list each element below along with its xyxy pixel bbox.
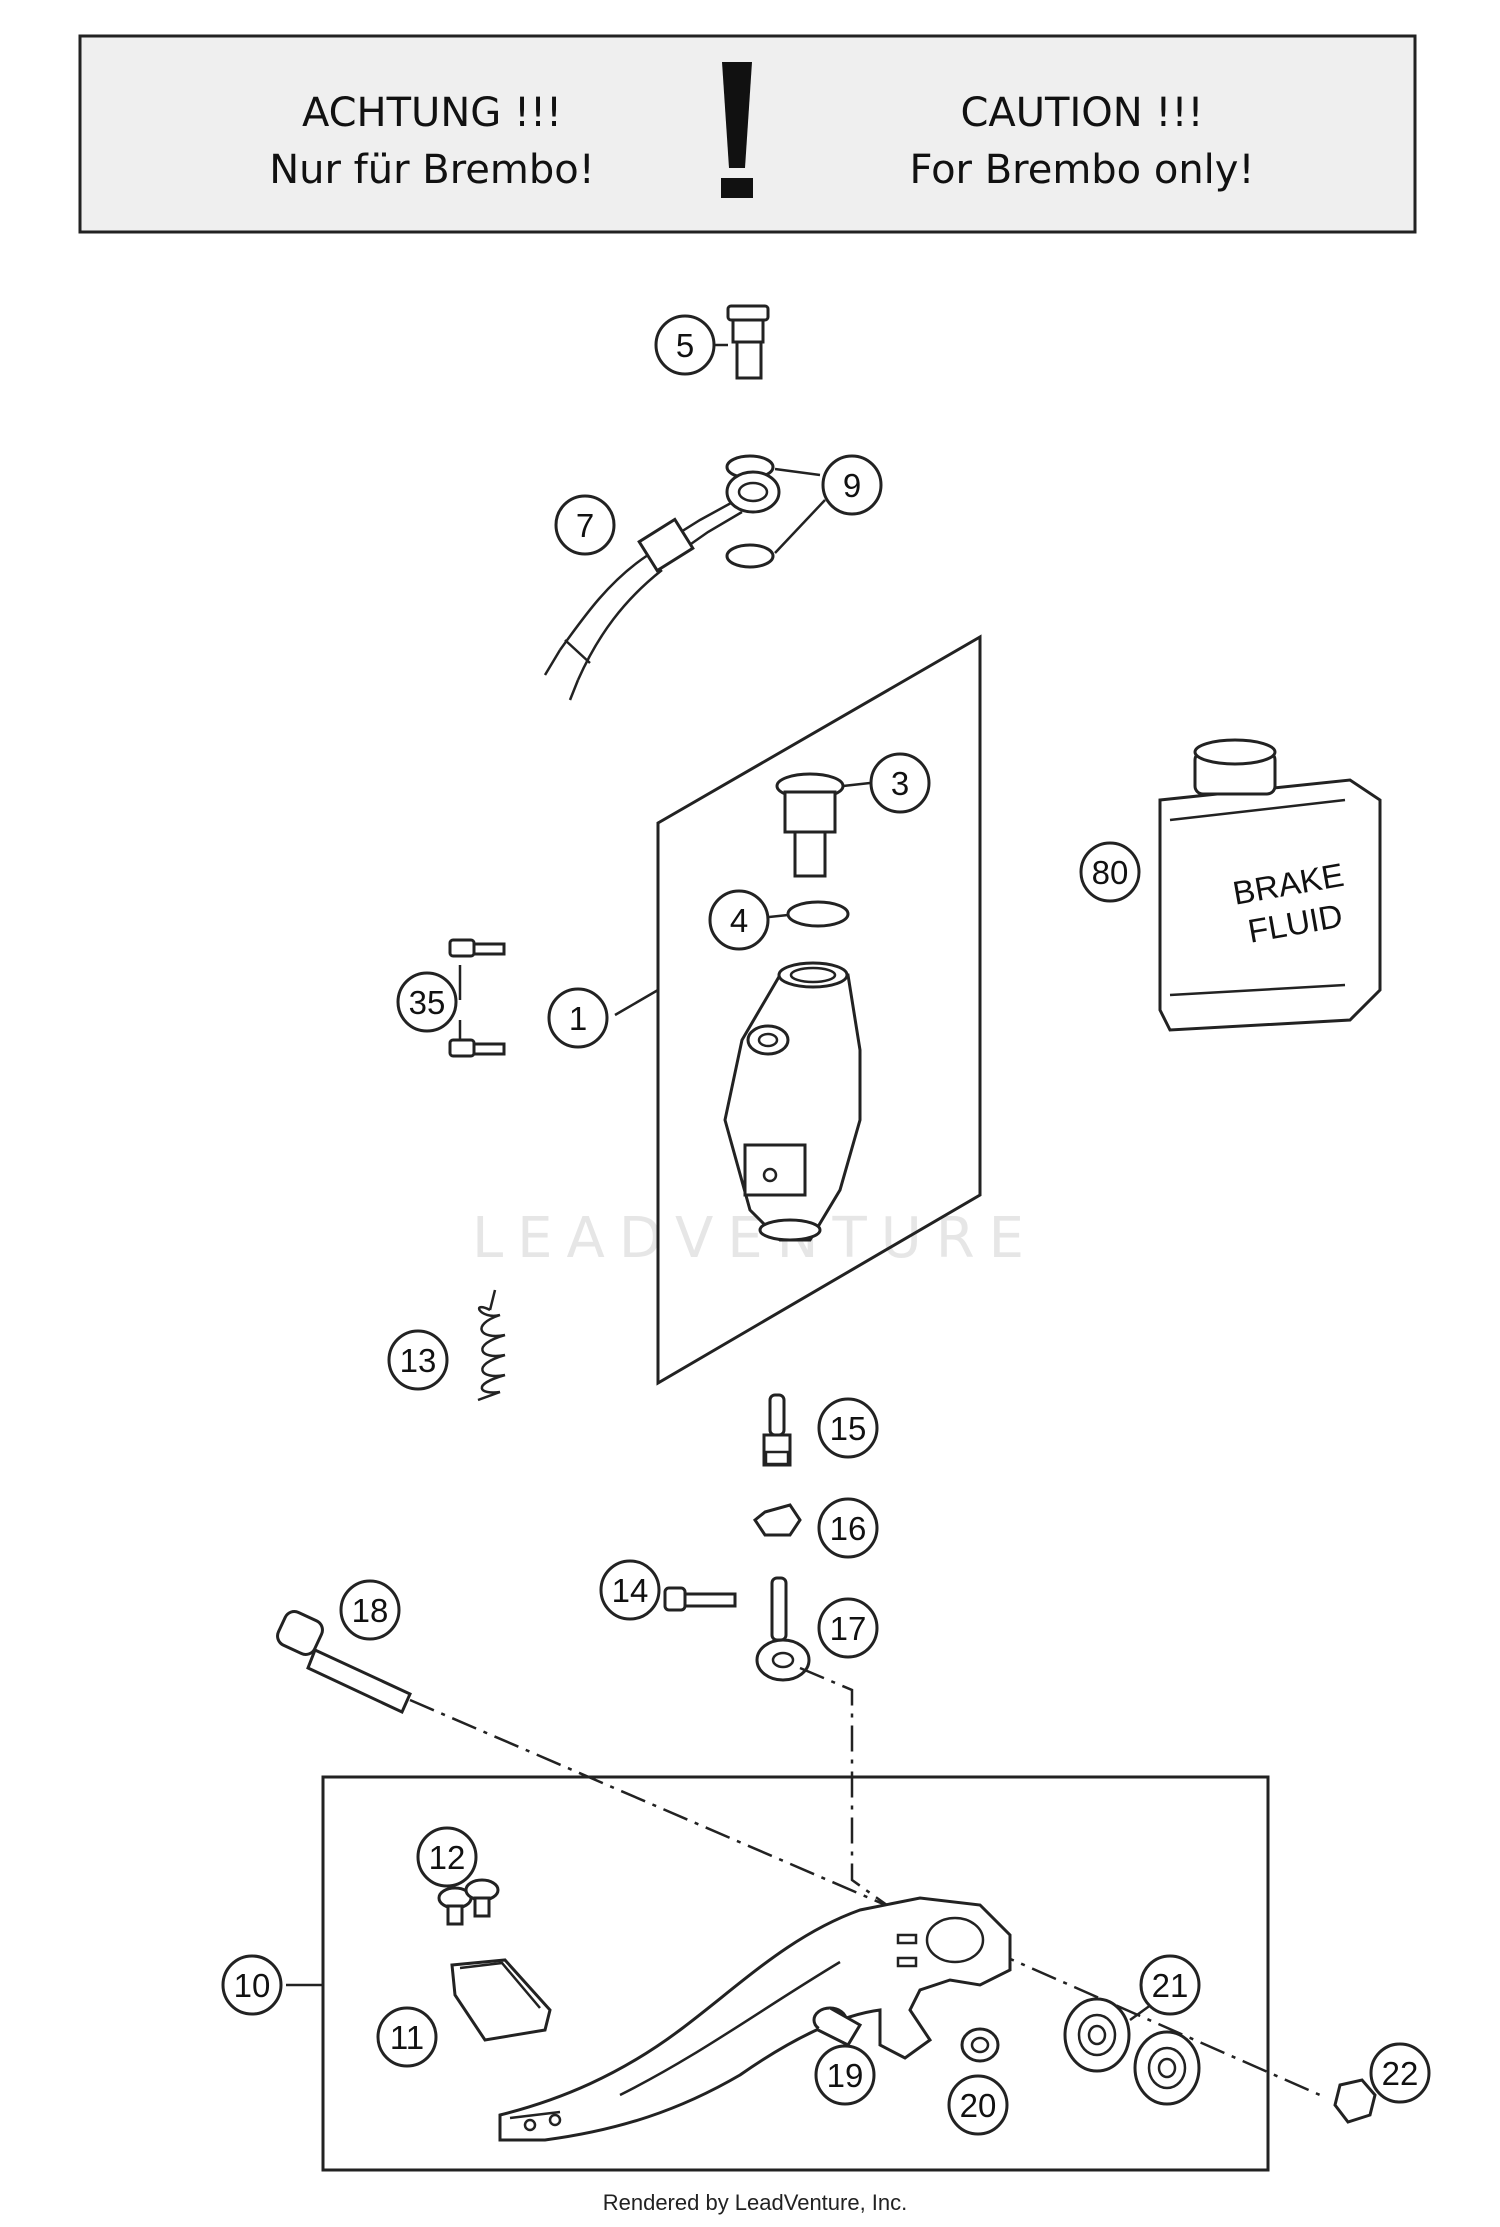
callout-1: 1 (547, 987, 609, 1049)
banjo-bolt-part (726, 304, 770, 380)
callout-16: 16 (817, 1497, 879, 1559)
screw-upper-part (448, 938, 506, 958)
caution-banner: ACHTUNG !!! Nur für Brembo! CAUTION !!! … (78, 34, 1417, 234)
leader-lines (286, 343, 1156, 2022)
bushing-part (960, 2027, 1000, 2063)
callout-14-label: 14 (612, 1572, 649, 1609)
callout-5-label: 5 (676, 327, 694, 364)
o-ring-part (786, 900, 850, 928)
callout-10-label: 10 (234, 1967, 271, 2004)
callout-3-label: 3 (891, 765, 909, 802)
nut-part (752, 1503, 802, 1537)
callout-18-label: 18 (352, 1592, 389, 1629)
bearing-lower-part (1133, 2030, 1201, 2106)
callouts: 5 9 7 3 4 1 35 80 13 15 16 14 17 18 12 1… (221, 314, 1431, 2136)
footer-credit: Rendered by LeadVenture, Inc. (603, 2190, 908, 2215)
callout-12: 12 (416, 1826, 478, 1888)
brake-hose-part (543, 470, 781, 701)
axle-nut-part (1333, 2078, 1377, 2124)
callout-11: 11 (376, 2006, 438, 2068)
callout-12-label: 12 (429, 1839, 466, 1876)
washer-lower-part (725, 543, 775, 569)
callout-21: 21 (1139, 1954, 1201, 2016)
callout-20-label: 20 (960, 2087, 997, 2124)
bearing-upper-part (1063, 1997, 1131, 2073)
master-cylinder-part (723, 961, 862, 1242)
reservoir-cap-part (775, 772, 845, 878)
callout-5: 5 (654, 314, 716, 376)
watermark: LEADVENTURE (472, 1206, 1038, 1271)
callout-22: 22 (1369, 2042, 1431, 2104)
callout-15-label: 15 (830, 1410, 867, 1447)
banner-left-line2: Nur für Brembo! (269, 147, 595, 193)
callout-19-label: 19 (827, 2057, 864, 2094)
callout-14: 14 (599, 1559, 661, 1621)
callout-35: 35 (396, 971, 458, 1033)
callout-7: 7 (554, 494, 616, 556)
assembly-line-clevis (799, 1666, 906, 1920)
callout-13: 13 (387, 1329, 449, 1391)
callout-35-label: 35 (409, 984, 446, 1021)
callout-19: 19 (814, 2044, 876, 2106)
push-rod-part (762, 1393, 792, 1467)
callout-10: 10 (221, 1954, 283, 2016)
callout-17: 17 (817, 1597, 879, 1659)
callout-16-label: 16 (830, 1510, 867, 1547)
callout-1-label: 1 (569, 1000, 587, 1037)
callout-4: 4 (708, 889, 770, 951)
banner-right-line1: CAUTION !!! (960, 90, 1203, 136)
tread-screws-part (437, 1878, 500, 1926)
step-tread-part (450, 1958, 552, 2042)
kit-outline (656, 634, 982, 1386)
banner-left-line1: ACHTUNG !!! (302, 90, 562, 136)
brake-fluid-can-part: BRAKE FLUID (1158, 738, 1382, 1032)
screw-lower-part (448, 1038, 506, 1058)
callout-15: 15 (817, 1397, 879, 1459)
callout-80-label: 80 (1092, 854, 1129, 891)
callout-80: 80 (1079, 841, 1141, 903)
callout-11-label: 11 (390, 2019, 424, 2056)
callout-18: 18 (339, 1579, 401, 1641)
callout-4-label: 4 (730, 902, 748, 939)
pedal-kit-box (321, 1775, 1270, 2172)
callout-13-label: 13 (400, 1342, 437, 1379)
spring-part (477, 1289, 506, 1402)
callout-3: 3 (869, 752, 931, 814)
assembly-line-bearings (989, 1948, 1321, 2097)
exclamation-icon (721, 62, 753, 198)
callout-20: 20 (947, 2074, 1009, 2136)
pin-part (812, 2006, 863, 2047)
pivot-bolt-part (663, 1586, 737, 1612)
callout-21-label: 21 (1152, 1967, 1189, 2004)
callout-22-label: 22 (1382, 2055, 1419, 2092)
callout-9-label: 9 (843, 467, 861, 504)
callout-7-label: 7 (576, 507, 594, 544)
banner-right-line2: For Brembo only! (909, 147, 1254, 193)
clevis-part (755, 1576, 811, 1682)
callout-17-label: 17 (830, 1610, 867, 1647)
brake-pedal-part (498, 1896, 1012, 2142)
callout-9: 9 (821, 454, 883, 516)
long-bolt-part (276, 1610, 412, 1715)
